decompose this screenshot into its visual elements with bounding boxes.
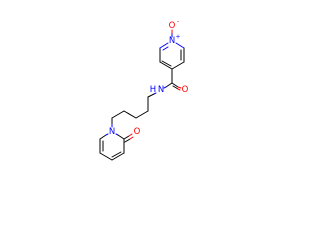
bond-n-c2 [117, 134, 125, 140]
bond-c-nh-blue [163, 86, 167, 89]
bond-cb-cc [135, 110, 149, 119]
bond-c3-c4-inner [111, 151, 122, 158]
atom-n-pyridone: N [109, 127, 115, 137]
bond-n1-c2 [175, 42, 185, 49]
bond-c6-n [99, 134, 107, 140]
bond-c3-c4 [171, 61, 185, 70]
bond-cc-cd [123, 110, 137, 119]
atom-h-amide: H [150, 85, 156, 95]
pyridone-ring [99, 133, 134, 161]
bond-c2-o-b-red [129, 136, 134, 140]
bond-c-o-double-b-red [177, 88, 181, 91]
butyl-chain [111, 92, 157, 128]
structure-svg: O - N + O N H N O [99, 19, 189, 161]
atom-o-pyridone: O [134, 127, 141, 137]
pyridine-n-oxide-ring [159, 29, 185, 70]
bond-c4-c5 [159, 61, 173, 70]
atom-n-amide: N [158, 85, 164, 95]
bond-c4-c5 [99, 152, 113, 161]
bond-c6-n-blue [105, 133, 109, 136]
bond-c6-n1 [159, 42, 169, 49]
charge-minus: - [177, 19, 179, 26]
bond-nh-ca [147, 93, 155, 98]
bond-c2-o-a [123, 135, 130, 140]
bond-c4-c5-inner [161, 60, 172, 67]
atom-n-pyridine: N [169, 36, 175, 46]
molecule-canvas: O - N + O N H N O [99, 18, 189, 161]
amide-group [163, 68, 182, 91]
charge-plus: + [175, 34, 180, 41]
bond-c2-o-b [124, 138, 131, 143]
atom-o-amide: O [182, 85, 189, 95]
bond-c-o-double-a-red [177, 86, 182, 89]
atom-labels: O - N + O N H N O [109, 19, 189, 138]
bond-c3-c4 [111, 152, 125, 161]
bond-c-nh [165, 82, 173, 88]
bond-cd-ce [111, 110, 125, 119]
bond-c-o-double-a [171, 82, 179, 88]
bond-c6-n1-inner [162, 46, 169, 51]
atom-o-oxide: O [169, 21, 176, 31]
bond-c2-o-a-red [128, 133, 133, 137]
bond-c-o-double-b [172, 85, 179, 90]
